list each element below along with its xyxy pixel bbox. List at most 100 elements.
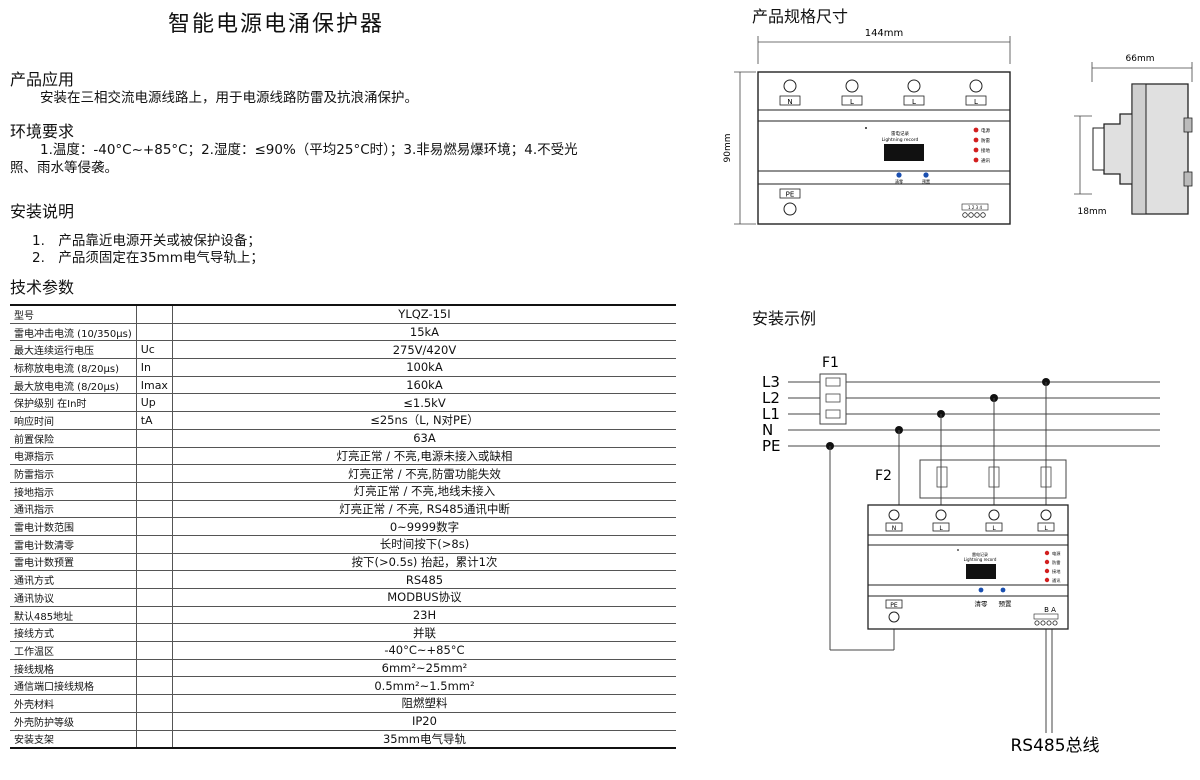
spec-value: 275V/420V — [172, 340, 676, 360]
front-preset-button — [923, 172, 929, 178]
spec-value: RS485 — [172, 570, 676, 589]
install-item-1: 1. 产品靠近电源开关或被保护设备； — [32, 233, 261, 249]
spec-value: YLQZ-15I — [172, 303, 676, 324]
spec-value: MODBUS协议 — [172, 588, 676, 607]
spec-value: ≤1.5kV — [172, 393, 676, 413]
spec-symbol — [136, 482, 173, 501]
spec-row: 通讯协议 MODBUS协议 — [10, 588, 676, 607]
spec-symbol — [136, 623, 173, 643]
spec-name: 通讯方式 — [10, 570, 137, 589]
spec-row: 雷电计数预置按下(>0.5s) 抬起，累计1次 — [10, 553, 676, 572]
svg-text:L: L — [939, 525, 943, 532]
spec-value: 6mm²~25mm² — [172, 659, 676, 678]
spec-name: 雷电冲击电流 (10/350μs) — [10, 323, 137, 342]
spec-name: 工作温区 — [10, 641, 137, 660]
spec-value: 0.5mm²~1.5mm² — [172, 676, 676, 696]
svg-text:接地: 接地 — [1052, 568, 1061, 575]
spec-row: 通讯方式 RS485 — [10, 570, 676, 589]
spec-value: 灯亮正常 / 不亮,电源未接入或缺相 — [172, 447, 676, 466]
svg-text:通讯: 通讯 — [1052, 577, 1061, 584]
svg-text:清零: 清零 — [895, 178, 903, 184]
spec-value: 并联 — [172, 623, 676, 643]
environment-line2: 照、雨水等侵袭。 — [10, 160, 118, 176]
svg-text:预置: 预置 — [999, 599, 1013, 608]
spec-name: 接线规格 — [10, 659, 137, 678]
spec-value: -40°C~+85°C — [172, 641, 676, 660]
spec-name: 外壳材料 — [10, 694, 137, 713]
spec-name: 安装支架 — [10, 730, 137, 750]
spec-row: 电源指示 灯亮正常 / 不亮,电源未接入或缺相 — [10, 447, 676, 466]
spec-symbol — [136, 712, 173, 731]
spec-symbol — [136, 535, 173, 554]
spec-value: 长时间按下(>8s) — [172, 535, 676, 554]
svg-text:预置: 预置 — [922, 178, 930, 184]
spec-symbol — [136, 447, 173, 466]
spec-row: 安装支架 35mm电气导轨 — [10, 730, 676, 750]
svg-text:Lightning record: Lightning record — [882, 137, 919, 143]
rs485-bus-label: RS485总线 — [1010, 736, 1099, 756]
spec-symbol: In — [136, 358, 173, 377]
spec-symbol — [136, 323, 173, 342]
spec-name: 型号 — [10, 303, 137, 324]
front-indicators: 电源 防雷 接地 通讯 — [973, 127, 990, 164]
svg-text:PE: PE — [890, 602, 898, 609]
spec-symbol — [136, 517, 173, 536]
spec-symbol — [136, 303, 173, 324]
spec-name: 标称放电电流 (8/20μs) — [10, 358, 137, 377]
environment-heading: 环境要求 — [10, 122, 75, 141]
spec-name: 前置保险 — [10, 429, 137, 448]
spec-row: 接地指示 灯亮正常 / 不亮,地线未接入 — [10, 482, 676, 501]
svg-text:L: L — [850, 98, 854, 106]
application-heading: 产品应用 — [10, 70, 75, 89]
spec-row: 外壳材料 阻燃塑料 — [10, 694, 676, 713]
spec-symbol — [136, 606, 173, 625]
svg-text:清零: 清零 — [975, 599, 989, 608]
spec-row: 雷电计数清零 长时间按下(>8s) — [10, 535, 676, 554]
dim-depth-label: 66mm — [1126, 54, 1155, 64]
front-clear-button — [896, 172, 902, 178]
spec-symbol — [136, 570, 173, 589]
spec-symbol — [136, 676, 173, 696]
spec-symbol — [136, 500, 173, 519]
spec-row: 工作温区 -40°C~+85°C — [10, 641, 676, 660]
spec-name: 通讯协议 — [10, 588, 137, 607]
spec-name: 默认485地址 — [10, 606, 137, 625]
application-text: 安装在三相交流电源线路上，用于电源线路防雷及抗浪涌保护。 — [40, 90, 418, 106]
tech-heading: 技术参数 — [10, 278, 75, 297]
spec-value: 0~9999数字 — [172, 517, 676, 536]
spec-name: 最大连续运行电压 — [10, 340, 137, 360]
spec-symbol — [136, 464, 173, 483]
bus-lines — [788, 381, 1160, 447]
spec-name: 响应时间 — [10, 411, 137, 430]
svg-text:L: L — [1044, 525, 1048, 532]
spec-value: 阻燃塑料 — [172, 694, 676, 713]
svg-text:L: L — [912, 98, 916, 106]
spec-name: 雷电计数清零 — [10, 535, 137, 554]
line-label-n: N — [762, 421, 773, 439]
spec-value: 灯亮正常 / 不亮,防雷功能失效 — [172, 464, 676, 483]
svg-text:接地: 接地 — [981, 147, 990, 154]
spec-name: 电源指示 — [10, 447, 137, 466]
spec-value: 灯亮正常 / 不亮,地线未接入 — [172, 482, 676, 501]
spec-row: 接线方式并联 — [10, 623, 676, 643]
spec-symbol: tA — [136, 411, 173, 430]
svg-text:电源: 电源 — [1052, 550, 1061, 557]
svg-text:雷电记录: 雷电记录 — [972, 551, 988, 557]
spec-symbol — [136, 694, 173, 713]
spec-symbol: Up — [136, 393, 173, 413]
spec-row: 型号 YLQZ-15I — [10, 303, 676, 324]
spec-value: 100kA — [172, 358, 676, 377]
spec-value: 35mm电气导轨 — [172, 730, 676, 750]
line-label-l1: L1 — [762, 405, 780, 423]
spec-name: 接地指示 — [10, 482, 137, 501]
install-item-2: 2. 产品须固定在35mm电气导轨上； — [32, 250, 264, 266]
spec-name: 防雷指示 — [10, 464, 137, 483]
line-label-pe: PE — [762, 437, 781, 455]
